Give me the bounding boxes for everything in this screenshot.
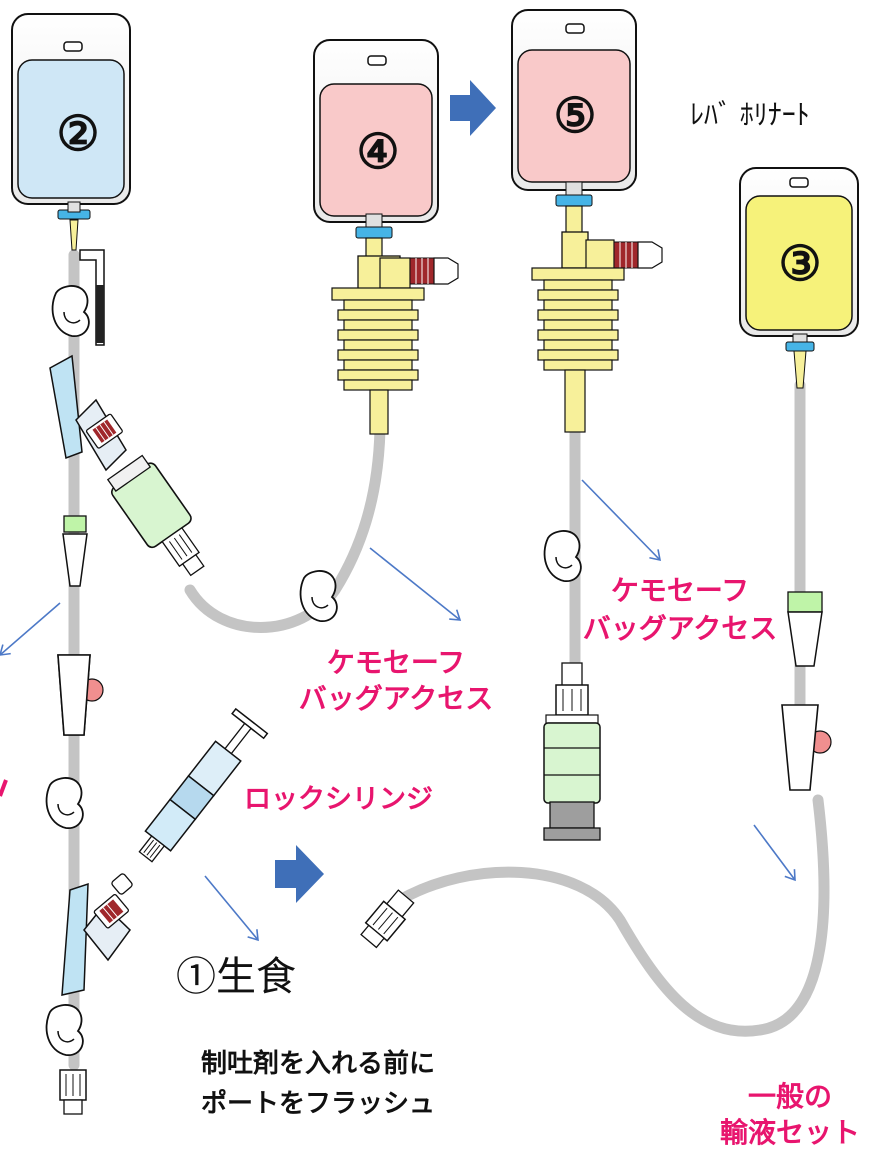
bag-2: ②	[11, 13, 131, 251]
chemo-access-5-label-line1: ケモセーフ	[611, 575, 749, 606]
y-site-upper	[49, 354, 205, 577]
roller-clamp	[79, 249, 105, 346]
bag-5: ⑤	[511, 9, 637, 207]
bag-3-port	[785, 341, 815, 352]
slide-clamp-2	[45, 777, 84, 829]
general-set-tube	[394, 794, 830, 1037]
lock-syringe-label: ロックシリンジ	[244, 784, 433, 814]
pointer-chemo-access-5	[581, 479, 662, 562]
main-line-connector	[57, 515, 104, 736]
bag-3: ③	[739, 167, 859, 389]
chemo-access-4-label-line1: ケモセーフ	[327, 647, 465, 678]
general-set-label-line1: 一般の	[748, 1080, 832, 1112]
chemo-access-4-tube	[184, 424, 386, 633]
chemo-access-5-label-line2: バッグアクセス	[583, 613, 778, 644]
pointer-main-line	[0, 602, 61, 656]
general-set-drip-chamber	[781, 591, 832, 791]
y-site-lower	[61, 873, 133, 996]
slide-clamp-3	[45, 1004, 84, 1056]
bag-4-port	[355, 226, 393, 239]
drug-name-label: ﾚﾊﾞ ﾎﾘﾅｰﾄ	[690, 99, 810, 130]
slide-clamp-1	[51, 285, 90, 337]
bag-2-fluid	[17, 59, 125, 199]
flush-note-line2: ポートをフラッシュ	[201, 1088, 435, 1118]
bag-3-fluid	[745, 195, 853, 331]
bag-2-number: ②	[56, 108, 99, 161]
pointer-chemo-access-4	[369, 547, 462, 621]
bag-3-number: ③	[778, 238, 821, 291]
general-set-end-connector	[360, 889, 415, 949]
arrow-bag4-to-bag5	[450, 80, 496, 136]
saline-label: ①生食	[176, 955, 296, 999]
main-line-end-connector	[59, 1069, 87, 1115]
chemo-access-5-end-connector	[543, 662, 601, 841]
bag-4-number: ④	[356, 126, 399, 179]
pointer-general-set	[753, 824, 796, 882]
bag-4: ④	[313, 39, 439, 239]
general-set-label-line2: 輸液セット	[720, 1116, 860, 1148]
lock-syringe	[138, 707, 269, 863]
partial-left-label	[0, 779, 8, 797]
slide-clamp-5	[543, 530, 582, 582]
pointer-saline	[204, 875, 259, 942]
chemo-access-device-4	[331, 237, 459, 435]
flush-note-line1: 制吐剤を入れる前に	[201, 1048, 435, 1078]
bag-5-number: ⑤	[553, 90, 596, 143]
pointer-lines	[0, 479, 796, 942]
chemo-access-device-5	[531, 205, 663, 433]
bag-5-port	[555, 194, 593, 207]
arrow-to-general-set	[275, 845, 324, 903]
slide-clamp-4	[299, 570, 338, 622]
chemo-access-4-label-line2: バッグアクセス	[299, 683, 494, 714]
